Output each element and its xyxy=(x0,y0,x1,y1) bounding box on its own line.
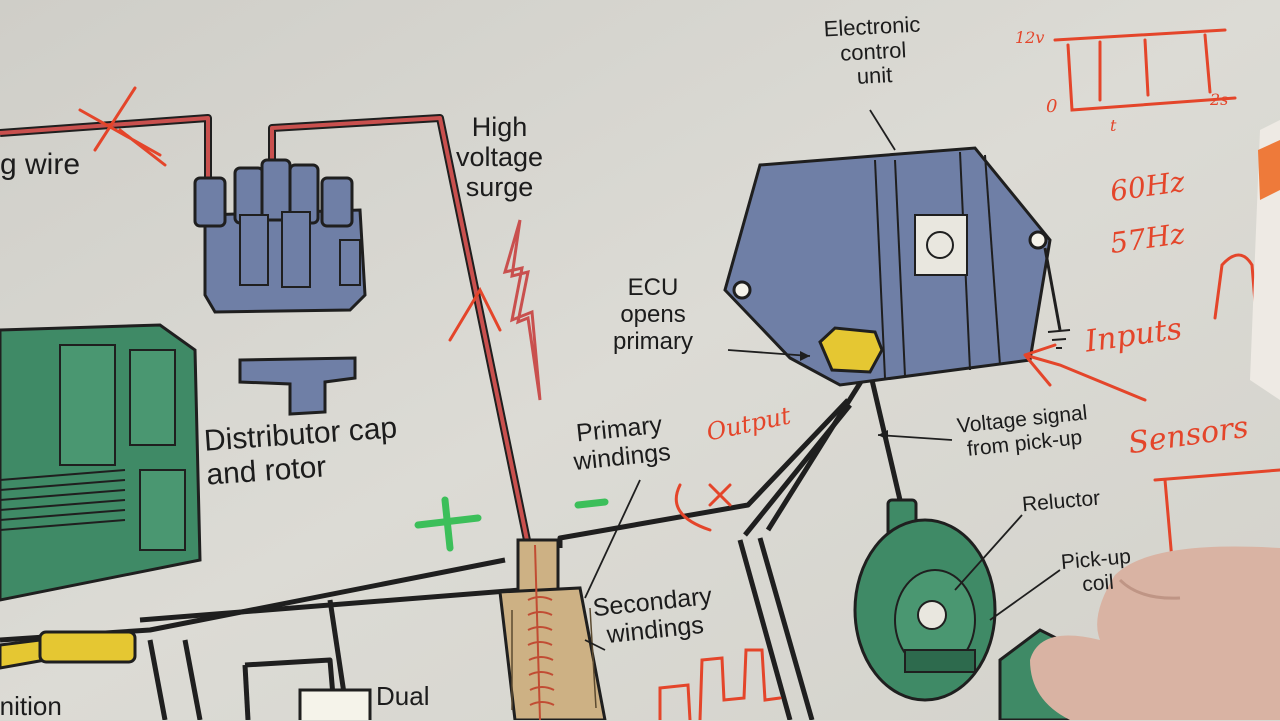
label-high-voltage-surge: High voltage surge xyxy=(456,112,544,203)
marker-green-signs xyxy=(414,496,609,552)
pen-overlay xyxy=(1250,120,1280,400)
marker-pulse xyxy=(1213,253,1258,320)
label-ecu-opens-primary: ECU opens primary xyxy=(613,274,694,355)
marker-annotations xyxy=(78,28,1280,720)
marker-waveform-graph xyxy=(1053,28,1237,112)
label-dual: Dual xyxy=(376,681,430,711)
graph-label-2s: 2s xyxy=(1210,90,1229,109)
high-voltage-wires xyxy=(0,114,532,546)
dual-block xyxy=(298,688,372,720)
graph-label-t: t xyxy=(1110,116,1117,135)
label-ignition: Ignition xyxy=(0,691,62,721)
plus-sign-vertical xyxy=(441,496,454,552)
label-distributor-cap-rotor: Distributor cap and rotor xyxy=(202,411,399,492)
marker-crossout xyxy=(78,86,167,167)
ignition-key xyxy=(0,630,137,670)
lightning-bolt-icon xyxy=(502,219,542,401)
label-pickup-coil: Pick-up coil xyxy=(1060,545,1132,596)
marker-square-wave xyxy=(658,648,782,720)
marker-box xyxy=(1153,468,1280,562)
minus-sign xyxy=(574,498,609,509)
finger-overlay xyxy=(1030,546,1280,720)
leader-lines xyxy=(584,109,1061,651)
engine-block xyxy=(0,323,202,602)
distributor-cap xyxy=(193,158,367,314)
rotor xyxy=(238,356,357,416)
label-electronic-control-unit: Electronic control unit xyxy=(823,11,921,90)
marker-arrow-up xyxy=(448,286,502,342)
electronic-control-unit xyxy=(723,146,1071,387)
marker-arrow-inputs xyxy=(1023,343,1147,402)
graph-label-0: 0 xyxy=(1046,96,1058,117)
ignition-coil xyxy=(498,538,607,720)
label-ignition-wire: g wire xyxy=(0,148,81,181)
marker-output-arrow xyxy=(674,483,732,532)
label-primary-windings: Primary windings xyxy=(572,410,672,476)
graph-label-12v: 12v xyxy=(1015,28,1045,47)
